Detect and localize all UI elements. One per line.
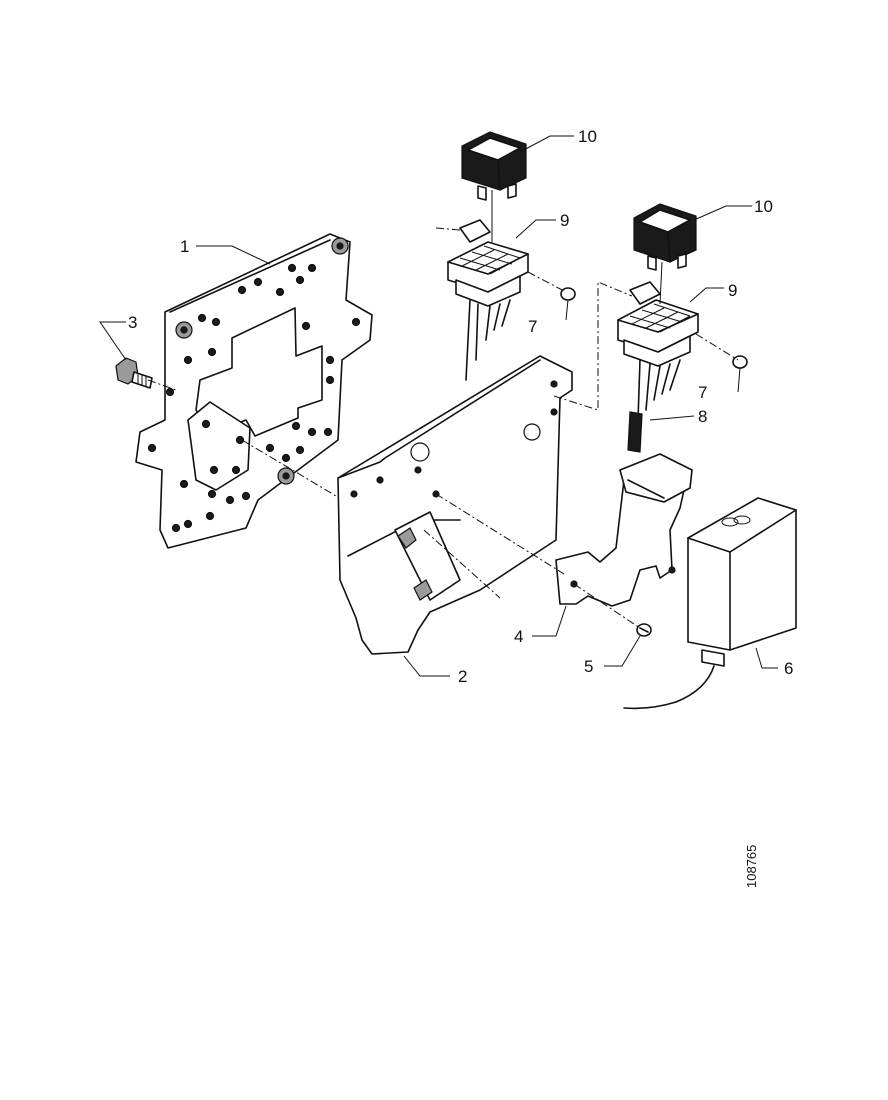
plate-studs xyxy=(175,237,349,485)
assembly-lines xyxy=(147,190,739,629)
bracket-part-2 xyxy=(337,355,573,655)
control-module-part-6 xyxy=(623,497,797,710)
callout-leaders xyxy=(99,135,778,677)
callout-10-right: 10 xyxy=(754,197,773,216)
bracket-part-4 xyxy=(555,453,693,607)
wire-sleeve-part-8 xyxy=(627,411,643,453)
callout-10-left: 10 xyxy=(578,127,597,146)
bolt-part-3 xyxy=(115,357,153,389)
relay-socket-left-part-9 xyxy=(447,219,529,307)
callout-1: 1 xyxy=(180,237,189,256)
plate-holes xyxy=(147,263,361,533)
callout-7-left: 7 xyxy=(528,317,537,336)
callout-3: 3 xyxy=(128,313,137,332)
screw-right-socket xyxy=(732,355,748,393)
wiring-left-part-7 xyxy=(465,299,511,381)
screw-part-5 xyxy=(636,623,652,637)
callout-5: 5 xyxy=(584,657,593,676)
callout-8: 8 xyxy=(698,407,707,426)
relay-right-part-10 xyxy=(633,203,697,271)
callout-4: 4 xyxy=(514,627,523,646)
callout-9-left: 9 xyxy=(560,211,569,230)
relay-socket-right-part-9 xyxy=(617,281,699,367)
screw-left-socket xyxy=(560,287,576,321)
callout-9-right: 9 xyxy=(728,281,737,300)
relay-left-part-10 xyxy=(461,131,527,201)
wiring-right-part-7 xyxy=(637,359,681,421)
callout-6: 6 xyxy=(784,659,793,678)
callout-7-right: 7 xyxy=(698,383,707,402)
callout-labels: 1 2 3 4 5 6 7 7 8 9 9 10 10 xyxy=(128,127,793,686)
callout-2: 2 xyxy=(458,667,467,686)
mounting-plate-part-1 xyxy=(135,233,373,549)
figure-reference-number: 108765 xyxy=(744,845,759,888)
